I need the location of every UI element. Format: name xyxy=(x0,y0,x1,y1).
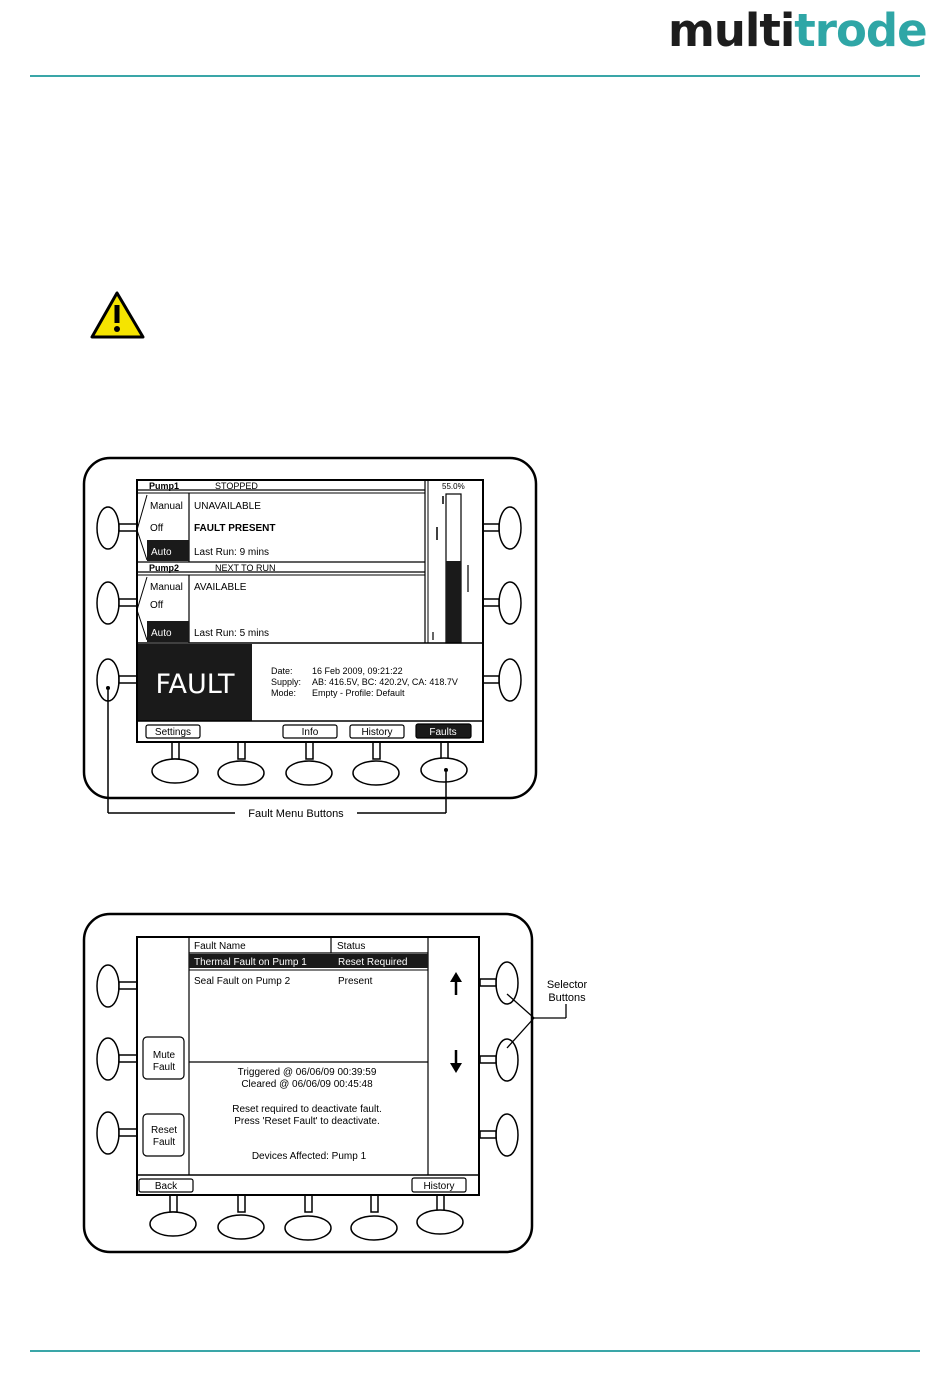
display-screen-2 xyxy=(136,936,480,1196)
info-label-mode: Mode: xyxy=(271,688,296,698)
mute-fault-line1: Mute xyxy=(153,1050,176,1061)
fault-menu-callout xyxy=(107,690,447,814)
bottom-button-1-fig2[interactable] xyxy=(149,1211,197,1237)
pump1-mode-manual[interactable]: Manual xyxy=(150,501,183,512)
left-button-3-fig2[interactable] xyxy=(96,1111,120,1155)
selector-buttons-callout xyxy=(506,993,567,1049)
fault-banner xyxy=(138,644,252,721)
pump2-state: NEXT TO RUN xyxy=(215,563,276,573)
reset-fault-line1: Reset xyxy=(151,1125,177,1136)
selector-callout-line1: Selector xyxy=(547,979,588,991)
faults-softkey[interactable] xyxy=(415,723,472,739)
level-gauge-fill xyxy=(446,561,461,643)
fault-name-column-header: Fault Name xyxy=(194,941,246,952)
bottom-button-2[interactable] xyxy=(217,760,265,786)
bottom-button-4-fig2[interactable] xyxy=(350,1215,398,1241)
selector-button-down[interactable] xyxy=(495,1038,519,1082)
info-value-supply: AB: 416.5V, BC: 420.2V, CA: 418.7V xyxy=(312,677,458,687)
fault-row-1-status: Reset Required xyxy=(338,957,407,968)
right-button-3[interactable] xyxy=(498,658,522,702)
fault-cleared: Cleared @ 06/06/09 00:45:48 xyxy=(241,1079,373,1090)
pump1-state: STOPPED xyxy=(215,481,258,491)
info-label-date: Date: xyxy=(271,666,293,676)
pump2-mode-off[interactable]: Off xyxy=(150,600,163,611)
left-button-1-fig2[interactable] xyxy=(96,964,120,1008)
back-softkey-label: Back xyxy=(155,1181,178,1192)
info-softkey-label: Info xyxy=(302,727,319,738)
left-button-2[interactable] xyxy=(96,581,120,625)
bottom-button-3[interactable] xyxy=(285,760,333,786)
down-arrow-icon xyxy=(450,1050,462,1073)
bottom-button-3-fig2[interactable] xyxy=(284,1215,332,1241)
pump2-mode-auto-highlight xyxy=(147,621,189,642)
pump1-mode-auto[interactable]: Auto xyxy=(151,547,172,558)
faults-softkey-label: Faults xyxy=(429,727,456,738)
bottom-button-4[interactable] xyxy=(352,760,400,786)
mute-fault-line2: Fault xyxy=(153,1062,175,1073)
info-value-date: 16 Feb 2009, 09:21:22 xyxy=(312,666,403,676)
pump1-mode-auto-highlight xyxy=(147,540,189,561)
reset-fault-line2: Fault xyxy=(153,1137,175,1148)
bottom-button-1[interactable] xyxy=(151,758,199,784)
history-softkey-fig2[interactable] xyxy=(411,1177,467,1193)
up-arrow-icon xyxy=(450,972,462,995)
pump2-availability: AVAILABLE xyxy=(194,582,247,593)
pump1-availability: UNAVAILABLE xyxy=(194,501,261,512)
right-button-1[interactable] xyxy=(498,506,522,550)
bottom-button-2-fig2[interactable] xyxy=(217,1214,265,1240)
header-rule xyxy=(30,75,920,77)
info-value-mode: Empty - Profile: Default xyxy=(312,688,405,698)
fault-triggered: Triggered @ 06/06/09 00:39:59 xyxy=(238,1067,377,1078)
devices-affected: Devices Affected: Pump 1 xyxy=(252,1151,367,1162)
fault-row-1-name: Thermal Fault on Pump 1 xyxy=(194,957,307,968)
info-label-supply: Supply: xyxy=(271,677,301,687)
right-button-3-fig2[interactable] xyxy=(495,1113,519,1157)
history-softkey-fig2-label: History xyxy=(423,1181,454,1192)
selector-callout-line2: Buttons xyxy=(548,992,586,1004)
table-row-selected[interactable] xyxy=(189,954,428,968)
history-softkey[interactable] xyxy=(349,724,405,739)
fault-reset-note: Reset required to deactivate fault. xyxy=(232,1104,382,1115)
pump1-label: Pump1 xyxy=(149,481,179,491)
pump1-mode-off[interactable]: Off xyxy=(150,523,163,534)
controller-figure-main: Pump1 STOPPED Manual Off Auto UNAVAILABL… xyxy=(82,456,538,820)
fault-row-2-name[interactable]: Seal Fault on Pump 2 xyxy=(194,976,291,987)
bottom-button-5-fig2[interactable] xyxy=(416,1209,464,1235)
settings-softkey-label: Settings xyxy=(155,727,191,738)
warning-icon xyxy=(90,291,145,339)
pump2-mode-auto[interactable]: Auto xyxy=(151,628,172,639)
footer-rule xyxy=(30,1350,920,1352)
multitrode-logo: multitrode xyxy=(668,4,928,57)
selector-button-up[interactable] xyxy=(495,961,519,1005)
info-softkey[interactable] xyxy=(282,724,338,739)
status-column-header: Status xyxy=(337,941,365,952)
controller-figure-fault-list: Fault Name Status Thermal Fault on Pump … xyxy=(82,912,588,1254)
pump2-mode-manual[interactable]: Manual xyxy=(150,582,183,593)
fault-menu-buttons-label: Fault Menu Buttons xyxy=(248,808,344,820)
left-button-1[interactable] xyxy=(96,506,120,550)
settings-softkey[interactable] xyxy=(145,724,201,739)
back-softkey[interactable] xyxy=(138,1178,194,1193)
pump2-label: Pump2 xyxy=(149,563,179,573)
level-percent-label: 55.0% xyxy=(442,482,465,491)
pump1-fault-status: FAULT PRESENT xyxy=(194,523,275,534)
pump2-last-run: Last Run: 5 mins xyxy=(194,628,269,639)
mute-fault-button[interactable] xyxy=(142,1036,185,1080)
right-button-2[interactable] xyxy=(498,581,522,625)
history-softkey-label: History xyxy=(361,727,392,738)
fault-banner-text: FAULT xyxy=(155,669,235,700)
fault-reset-instruction: Press 'Reset Fault' to deactivate. xyxy=(234,1116,380,1127)
fault-row-2-status: Present xyxy=(338,976,373,987)
left-button-2-fig2[interactable] xyxy=(96,1037,120,1081)
pump1-last-run: Last Run: 9 mins xyxy=(194,547,269,558)
reset-fault-button[interactable] xyxy=(142,1113,185,1157)
